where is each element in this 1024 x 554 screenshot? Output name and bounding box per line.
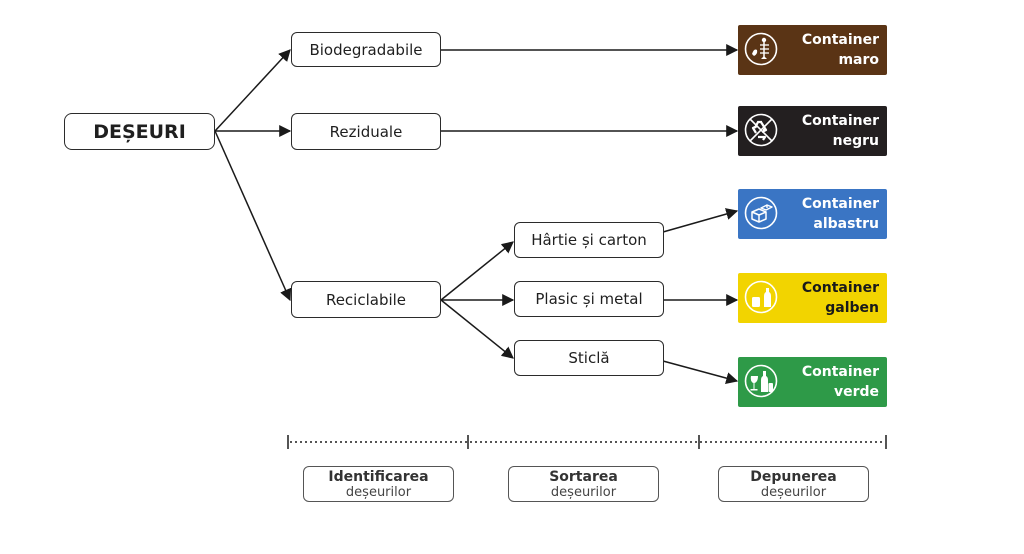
root-node-waste: DEȘEURI xyxy=(64,113,215,150)
container-line2: negru xyxy=(832,133,879,149)
category-label: Reciclabile xyxy=(325,290,407,309)
subcategory-paper: Hârtie și carton xyxy=(514,222,664,258)
subcategory-label: Plasic și metal xyxy=(535,290,643,308)
subcategory-glass: Sticlă xyxy=(514,340,664,376)
category-biodegradable: Biodegradabile xyxy=(291,32,441,67)
bottle-can-icon xyxy=(744,280,778,314)
arrow-rec-paper xyxy=(440,241,514,301)
container-line1: Container xyxy=(801,364,879,380)
stage-subtitle: deșeurilor xyxy=(550,485,617,500)
stage-title: Sortarea xyxy=(549,469,618,485)
stage-disposal: Depunerea deșeurilor xyxy=(718,466,869,502)
stage-subtitle: deșeurilor xyxy=(345,485,412,500)
crossed-recycle-icon xyxy=(744,113,778,147)
stage-title: Identificarea xyxy=(328,469,429,485)
container-black: Container negru xyxy=(738,106,887,156)
container-line1: Container xyxy=(801,280,879,296)
paper-boxes-icon xyxy=(744,196,778,230)
subcategory-label: Hârtie și carton xyxy=(531,231,647,249)
container-line1: Container xyxy=(801,113,879,129)
container-yellow: Container galben xyxy=(738,273,887,323)
stage-title: Depunerea xyxy=(750,469,837,485)
container-brown: Container maro xyxy=(738,25,887,75)
category-label: Reziduale xyxy=(329,122,403,141)
subcategory-label: Sticlă xyxy=(568,349,610,367)
container-line2: albastru xyxy=(813,216,879,232)
stage-timeline xyxy=(287,435,887,449)
container-line2: maro xyxy=(838,52,879,68)
arrow-rec-glass xyxy=(440,299,514,359)
subcategory-plastic-metal: Plasic și metal xyxy=(514,281,664,317)
container-line1: Container xyxy=(801,196,879,212)
category-residual: Reziduale xyxy=(291,113,441,150)
container-blue: Container albastru xyxy=(738,189,887,239)
stage-subtitle: deșeurilor xyxy=(760,485,827,500)
container-line2: galben xyxy=(825,300,879,316)
container-line1: Container xyxy=(801,32,879,48)
arrow-paper-albastru xyxy=(662,208,739,233)
wine-bottle-glass-icon xyxy=(744,364,778,398)
category-label: Biodegradabile xyxy=(309,40,423,59)
container-green: Container verde xyxy=(738,357,887,407)
fish-bone-apple-icon xyxy=(744,32,778,66)
stage-identification: Identificarea deșeurilor xyxy=(303,466,454,502)
arrow-root-bio xyxy=(214,49,291,132)
arrow-root-rec xyxy=(214,130,292,302)
stage-sorting: Sortarea deșeurilor xyxy=(508,466,659,502)
category-recyclable: Reciclabile xyxy=(291,281,441,318)
container-line2: verde xyxy=(833,384,879,400)
arrow-glass-verde xyxy=(662,360,739,384)
root-label: DEȘEURI xyxy=(93,120,186,143)
